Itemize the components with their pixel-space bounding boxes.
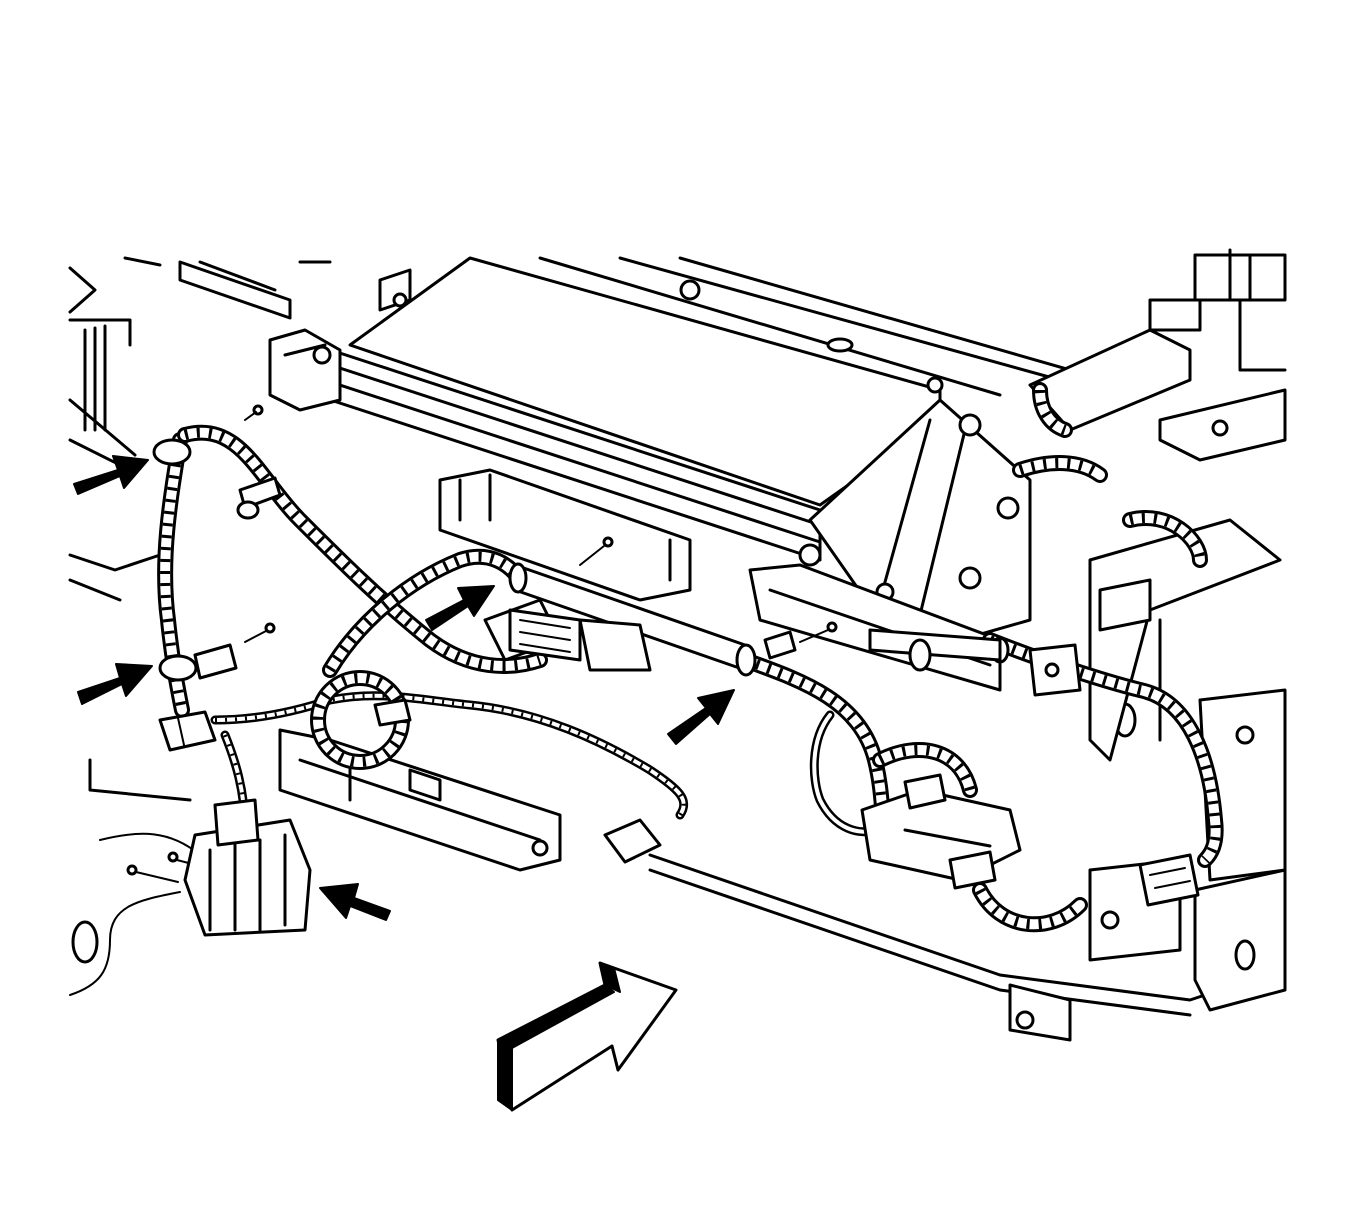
lower-left-panel-bracket — [69, 728, 562, 996]
mounting-screws — [126, 404, 838, 883]
center-harness-clip-callout-arrow-icon — [425, 585, 495, 631]
vehicle-front-direction-arrow-icon — [496, 961, 678, 1112]
harness-clip-lower-callout-arrow-icon — [77, 663, 153, 705]
harness-clip-upper-callout-arrow-icon — [73, 455, 149, 495]
callout-arrows — [73, 455, 735, 921]
harness-conduit-tube — [508, 562, 1010, 677]
hvac-duct-module — [348, 256, 1142, 507]
electrical-connectors — [158, 608, 1200, 937]
right-harness-clip-callout-arrow-icon — [667, 689, 735, 745]
right-upper-structure — [1028, 248, 1287, 462]
right-cross-bracket — [1088, 518, 1282, 762]
left-upper-bracket — [68, 256, 332, 602]
electrical-connector-callout-arrow-icon — [319, 883, 391, 921]
cross-car-beam — [268, 328, 822, 562]
